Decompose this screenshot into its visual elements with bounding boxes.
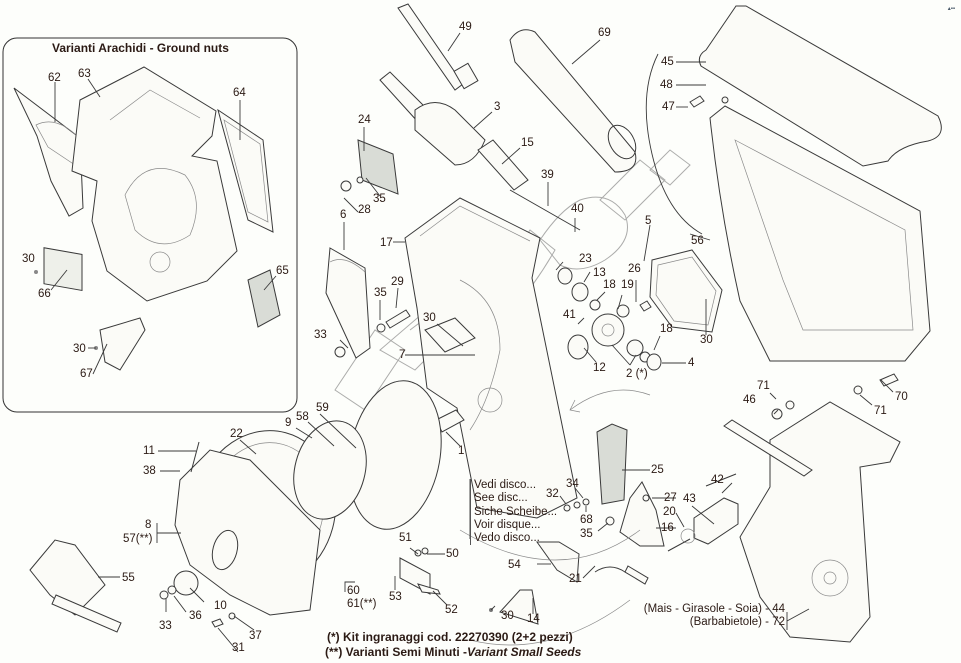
disc-ref-es: Vedo disco... xyxy=(474,532,540,545)
note-small-seeds: (**) Varianti Semi Minuti -Variant Small… xyxy=(325,645,581,659)
inset-title: Varianti Arachidi - Ground nuts xyxy=(52,41,229,55)
variant-72: (Barbabietole) - 72 xyxy=(689,616,785,628)
callout-40: 40 xyxy=(571,203,584,215)
callout-30-inset-b: 30 xyxy=(73,343,86,355)
callout-10: 10 xyxy=(214,600,227,612)
callout-31: 31 xyxy=(232,642,245,654)
callout-4: 4 xyxy=(688,357,695,369)
callout-1: 1 xyxy=(458,445,465,457)
callout-57: 57(**) xyxy=(123,533,153,545)
callout-66: 66 xyxy=(38,288,51,300)
callout-71-left: 71 xyxy=(757,380,770,392)
callout-21: 21 xyxy=(569,573,582,585)
callout-20: 20 xyxy=(663,506,676,518)
callout-51: 51 xyxy=(399,532,412,544)
variant-44: (Mais - Girasole - Soia) - 44 xyxy=(643,603,785,615)
note-small-seeds-prefix: (**) Varianti Semi Minuti - xyxy=(325,645,468,659)
callout-62: 62 xyxy=(48,72,61,84)
callout-8: 8 xyxy=(145,519,152,531)
callout-35-bottom: 35 xyxy=(580,528,593,540)
callout-53: 53 xyxy=(389,591,402,603)
note-gear-kit: (*) Kit ingranaggi cod. 22270390 (2+2 pe… xyxy=(327,630,573,644)
callout-23: 23 xyxy=(579,253,592,265)
callout-29: 29 xyxy=(391,276,404,288)
callout-71-right: 71 xyxy=(874,405,887,417)
callout-16: 16 xyxy=(661,522,674,534)
callout-30-right: 30 xyxy=(700,334,713,346)
callout-35-mid: 35 xyxy=(374,287,387,299)
disc-ref-en: See disc... xyxy=(474,492,528,505)
callout-28: 28 xyxy=(358,204,371,216)
callout-47: 47 xyxy=(662,101,675,113)
callout-48: 48 xyxy=(660,79,673,91)
callout-15: 15 xyxy=(521,137,534,149)
callout-46: 46 xyxy=(743,394,756,406)
callout-5: 5 xyxy=(645,215,652,227)
disc-ref-fr: Voir disque... xyxy=(474,518,541,531)
callout-38: 38 xyxy=(143,465,156,477)
callout-7: 7 xyxy=(399,349,406,361)
callout-68: 68 xyxy=(580,514,593,526)
inset-parts xyxy=(13,66,281,371)
note-small-seeds-english: Variant Small Seeds xyxy=(467,645,582,659)
callout-37: 37 xyxy=(249,630,262,642)
callout-55: 55 xyxy=(122,572,135,584)
callout-12: 12 xyxy=(593,362,606,374)
callout-65: 65 xyxy=(276,265,289,277)
callout-2: 2 (*) xyxy=(626,368,648,380)
leader-lines xyxy=(50,32,894,653)
disc-reference: Vedi disco... See disc... Siche Scheibe.… xyxy=(470,479,558,546)
callout-63: 63 xyxy=(78,68,91,80)
callout-67: 67 xyxy=(80,368,93,380)
callout-9: 9 xyxy=(285,417,292,429)
callout-13: 13 xyxy=(593,267,606,279)
callout-3: 3 xyxy=(494,101,501,113)
callout-33-main: 33 xyxy=(314,329,327,341)
callout-59: 59 xyxy=(316,402,329,414)
callout-54: 54 xyxy=(508,559,521,571)
callout-18-top: 18 xyxy=(603,279,616,291)
callout-22: 22 xyxy=(230,428,243,440)
callout-24: 24 xyxy=(358,114,371,126)
callout-25: 25 xyxy=(651,464,664,476)
callout-30-main: 30 xyxy=(423,312,436,324)
callout-27: 27 xyxy=(664,492,677,504)
callout-36: 36 xyxy=(189,610,202,622)
main-parts xyxy=(29,3,942,646)
callout-41: 41 xyxy=(563,309,576,321)
disc-ref-it: Vedi disco... xyxy=(474,479,537,491)
callout-6: 6 xyxy=(340,209,347,221)
callout-43: 43 xyxy=(683,493,696,505)
callout-30-inset-a: 30 xyxy=(22,253,35,265)
callout-70: 70 xyxy=(895,391,908,403)
corner-logo-icon: ▴▪▪ xyxy=(947,6,955,12)
callout-49: 49 xyxy=(459,21,472,33)
callout-42: 42 xyxy=(711,474,724,486)
callout-17: 17 xyxy=(380,237,393,249)
callout-14: 14 xyxy=(527,613,540,625)
callout-60: 60 xyxy=(347,585,360,597)
callout-11: 11 xyxy=(143,445,155,457)
callout-61: 61(**) xyxy=(347,598,377,610)
callout-39: 39 xyxy=(541,169,554,181)
callout-64: 64 xyxy=(233,87,246,99)
callout-26: 26 xyxy=(628,263,641,275)
callout-30-bottom: 30 xyxy=(501,610,514,622)
callout-33-bottom: 33 xyxy=(159,620,172,632)
callout-50: 50 xyxy=(446,548,459,560)
callout-45: 45 xyxy=(661,56,674,68)
callout-18-bottom: 18 xyxy=(660,323,673,335)
callout-34: 34 xyxy=(566,478,579,490)
callout-56: 56 xyxy=(691,235,704,247)
disc-ref-de: Siche Scheibe... xyxy=(474,505,558,518)
callout-69: 69 xyxy=(598,27,611,39)
callout-19: 19 xyxy=(621,279,634,291)
callout-58: 58 xyxy=(296,411,309,423)
callout-35-top: 35 xyxy=(373,193,386,205)
callout-52: 52 xyxy=(445,604,458,616)
inset-frame xyxy=(2,37,298,413)
callout-32: 32 xyxy=(546,488,559,500)
